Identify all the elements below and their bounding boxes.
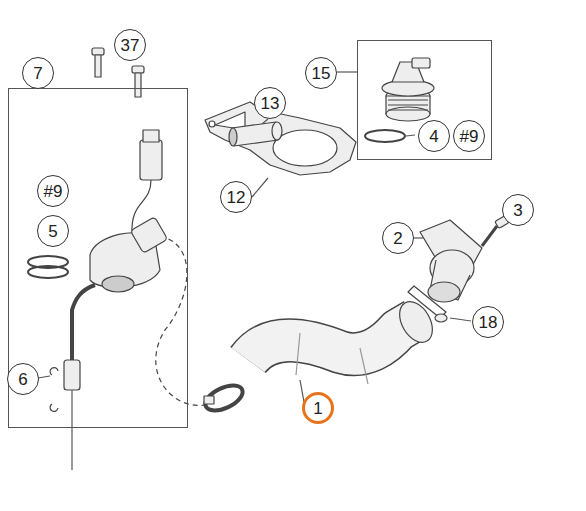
sleeve [229, 122, 282, 146]
callout-circle: 6 [7, 363, 39, 395]
hose-clamp [202, 380, 247, 415]
callout-circle: 5 [37, 215, 69, 247]
inlet-flange [420, 220, 482, 302]
callout-number: 12 [227, 189, 246, 206]
callout-circle: 15 [305, 57, 337, 89]
callout-number: 18 [479, 314, 498, 331]
leader-line [337, 71, 357, 72]
callout-number: 7 [33, 65, 42, 82]
callout-number: 3 [513, 202, 522, 219]
callout-circle: 1 [302, 392, 334, 424]
callout-circle: 12 [220, 181, 252, 213]
kit-box: 7#956 [8, 88, 188, 428]
callout-circle: 3 [502, 194, 534, 226]
callout-number: 15 [312, 65, 331, 82]
callout-circle: 37 [114, 29, 146, 61]
callout-circle: #9 [453, 120, 485, 152]
callout-circle: #9 [37, 175, 69, 207]
callout-circle: 13 [254, 87, 286, 119]
callout-number: 6 [18, 371, 27, 388]
intake-hose [248, 296, 439, 384]
wire-guide [156, 236, 205, 405]
callout-number: 4 [429, 128, 438, 145]
callout-circle: 4 [418, 120, 450, 152]
callout-number: 2 [393, 230, 402, 247]
kit-box: 154#9 [357, 40, 492, 160]
callout-number: 5 [48, 223, 57, 240]
callout-number: 13 [261, 95, 280, 112]
callout-circle: 2 [382, 222, 414, 254]
callout-circle: 18 [472, 306, 504, 338]
sensor-assembly [28, 130, 168, 470]
callout-circle: 7 [22, 57, 54, 89]
callout-number: 1 [313, 400, 322, 417]
callout-number: #9 [44, 183, 63, 200]
callout-number: #9 [460, 128, 479, 145]
callout-number: 37 [121, 37, 140, 54]
